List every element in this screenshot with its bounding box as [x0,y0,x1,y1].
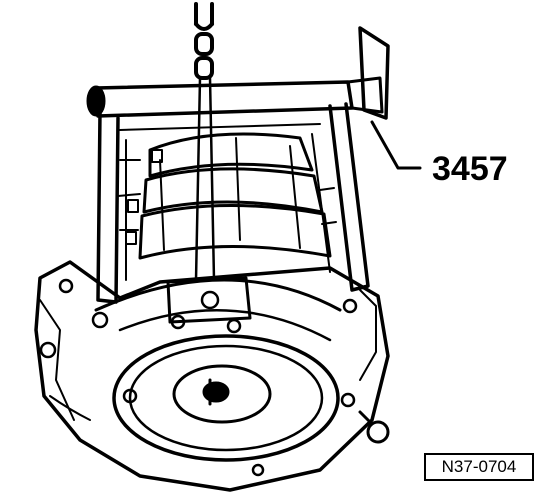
callout-leader-line [370,120,422,170]
bell-housing [34,260,390,492]
torque-converter [112,334,340,462]
figure-id-box: N37-0704 [424,453,534,481]
lifting-rods [194,76,216,282]
lifting-hook [194,2,214,80]
support-fixture [86,26,390,304]
transmission-housing [117,132,337,260]
callout-label-3457: 3457 [432,150,508,188]
